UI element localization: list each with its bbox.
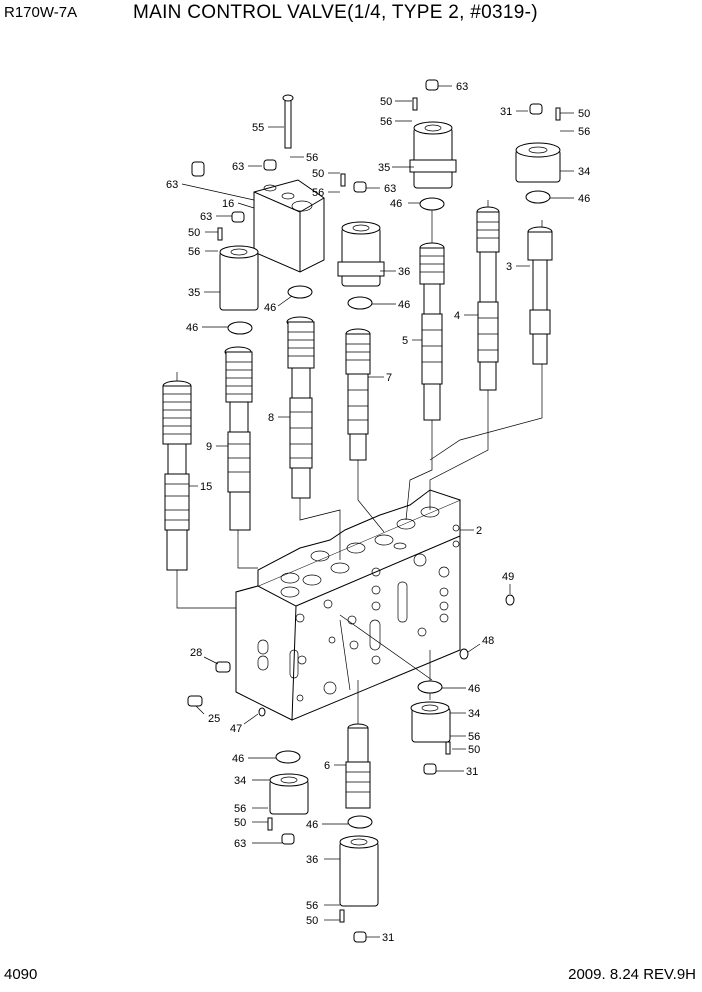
callout-46: 46 bbox=[186, 322, 198, 334]
callout-46: 46 bbox=[264, 302, 276, 314]
callout-46: 46 bbox=[232, 753, 244, 765]
callout-4: 4 bbox=[454, 310, 460, 322]
callout-2: 2 bbox=[476, 525, 482, 537]
callout-31: 31 bbox=[382, 932, 394, 944]
spool-15 bbox=[162, 380, 192, 571]
callout-25: 25 bbox=[208, 713, 220, 725]
callout-56: 56 bbox=[306, 900, 318, 912]
spool-7 bbox=[345, 328, 371, 461]
callout-47: 47 bbox=[230, 723, 242, 735]
housings bbox=[219, 121, 561, 907]
callout-46: 46 bbox=[468, 683, 480, 695]
spool-9 bbox=[224, 346, 253, 531]
callout-56: 56 bbox=[306, 152, 318, 164]
callout-56: 56 bbox=[234, 803, 246, 815]
callout-35: 35 bbox=[378, 162, 390, 174]
valve-body-block bbox=[235, 489, 461, 721]
callout-34: 34 bbox=[234, 775, 246, 787]
callout-63: 63 bbox=[234, 838, 246, 850]
fasteners bbox=[187, 79, 561, 943]
spool-5 bbox=[419, 242, 445, 421]
page-title: MAIN CONTROL VALVE(1/4, TYPE 2, #0319-) bbox=[133, 2, 538, 23]
callout-9: 9 bbox=[206, 441, 212, 453]
callout-63: 63 bbox=[384, 183, 396, 195]
callout-15: 15 bbox=[200, 481, 212, 493]
callout-50: 50 bbox=[380, 96, 392, 108]
callout-31: 31 bbox=[500, 106, 512, 118]
callout-46: 46 bbox=[306, 819, 318, 831]
callout-34: 34 bbox=[468, 708, 480, 720]
callout-36: 36 bbox=[398, 266, 410, 278]
callout-16: 16 bbox=[222, 198, 234, 210]
callout-46: 46 bbox=[398, 299, 410, 311]
callout-56: 56 bbox=[380, 116, 392, 128]
callout-7: 7 bbox=[386, 372, 392, 384]
spool-8 bbox=[286, 316, 315, 499]
spool-6 bbox=[345, 723, 371, 809]
callout-50: 50 bbox=[234, 817, 246, 829]
spool-4 bbox=[476, 206, 500, 391]
callout-28: 28 bbox=[190, 647, 202, 659]
page-number: 4090 bbox=[4, 966, 38, 983]
callout-46: 46 bbox=[390, 198, 402, 210]
callout-leaders bbox=[181, 85, 574, 938]
callout-56: 56 bbox=[312, 187, 324, 199]
callout-50: 50 bbox=[306, 915, 318, 927]
callout-63: 63 bbox=[200, 211, 212, 223]
callout-56: 56 bbox=[188, 246, 200, 258]
callout-48: 48 bbox=[482, 635, 494, 647]
callout-34: 34 bbox=[578, 166, 590, 178]
callout-50: 50 bbox=[578, 108, 590, 120]
callout-63: 63 bbox=[456, 81, 468, 93]
callout-5: 5 bbox=[402, 335, 408, 347]
callout-3: 3 bbox=[506, 261, 512, 273]
callout-63: 63 bbox=[166, 179, 178, 191]
model-code: R170W-7A bbox=[4, 4, 78, 21]
revision-date: 2009. 8.24 REV.9H bbox=[568, 966, 696, 983]
callout-35: 35 bbox=[188, 287, 200, 299]
spool-3 bbox=[527, 226, 553, 365]
callout-46: 46 bbox=[578, 193, 590, 205]
callout-63: 63 bbox=[232, 161, 244, 173]
callout-31: 31 bbox=[466, 766, 478, 778]
callout-49: 49 bbox=[502, 571, 514, 583]
callout-56: 56 bbox=[578, 126, 590, 138]
part-callouts: 63 50 56 35 46 31 50 56 34 46 3 55 56 63… bbox=[166, 81, 590, 944]
o-rings bbox=[227, 190, 551, 829]
callout-50: 50 bbox=[468, 744, 480, 756]
callout-55: 55 bbox=[252, 122, 264, 134]
callout-8: 8 bbox=[268, 412, 274, 424]
callout-50: 50 bbox=[188, 227, 200, 239]
callout-50: 50 bbox=[312, 168, 324, 180]
callout-56: 56 bbox=[468, 731, 480, 743]
callout-6: 6 bbox=[324, 760, 330, 772]
callout-36: 36 bbox=[306, 854, 318, 866]
